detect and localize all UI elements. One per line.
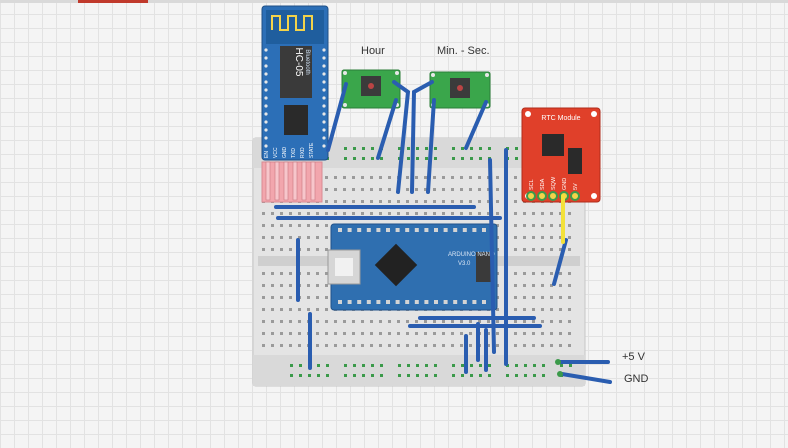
arduino-name-label: ARDUINO NANO (448, 252, 495, 258)
bluetooth-pin-dots (264, 48, 326, 148)
wire-hour-out-b (376, 98, 398, 160)
led-module-hour[interactable] (341, 69, 401, 109)
rtc-pin-label: GND (562, 178, 568, 190)
rtc-title: RTC Module (541, 115, 580, 122)
bluetooth-module[interactable] (261, 5, 329, 203)
rtc-module[interactable] (521, 107, 601, 203)
wire-minsec-c (464, 100, 488, 150)
bluetooth-pin-label: EN (264, 151, 270, 158)
wire-minsec-b (426, 98, 436, 194)
bluetooth-pin-label: GND (282, 147, 288, 159)
rtc-pin-label: SCL (529, 179, 535, 190)
top-toolbar-strip (0, 0, 788, 3)
arduino-nano[interactable] (327, 223, 498, 311)
rtc-pin-label: 5V (573, 183, 579, 190)
bluetooth-pin-label: STATE (309, 142, 315, 158)
bluetooth-pin-label: VCC (273, 147, 279, 158)
led-module-min-sec[interactable] (429, 71, 491, 109)
wire-bt-to-hour (326, 82, 348, 152)
bluetooth-pin-label: TXD (291, 148, 297, 158)
hour-label: Hour (361, 45, 385, 57)
plus-5v-label: +5 V (622, 351, 645, 363)
wire-rtc-to-nano (552, 238, 568, 286)
arduino-version-label: V3.0 (458, 261, 471, 267)
bluetooth-pin-label: RXD (300, 147, 306, 158)
bluetooth-brand-label: Bluetooth (304, 49, 310, 74)
gnd-label: GND (624, 373, 649, 385)
arduino-header-pins (338, 228, 486, 304)
wire-hour-out-a (392, 80, 411, 194)
power-terminal-dots (555, 359, 563, 377)
rtc-pin-label: SQW (551, 176, 557, 190)
jumper-wires (274, 80, 612, 384)
wire-power-gnd (560, 372, 612, 384)
active-tab-indicator[interactable] (78, 0, 148, 3)
bluetooth-model-label: HC-05 (293, 48, 304, 77)
min-sec-label: Min. - Sec. (437, 45, 490, 57)
bluetooth-header-pins (265, 161, 316, 201)
rtc-pin-labels: SCL SDA SQW GND 5V (529, 176, 579, 190)
rtc-pin-label: SDA (540, 178, 546, 190)
wire-minsec-a (410, 80, 434, 194)
rtc-pin-rings (526, 191, 580, 201)
